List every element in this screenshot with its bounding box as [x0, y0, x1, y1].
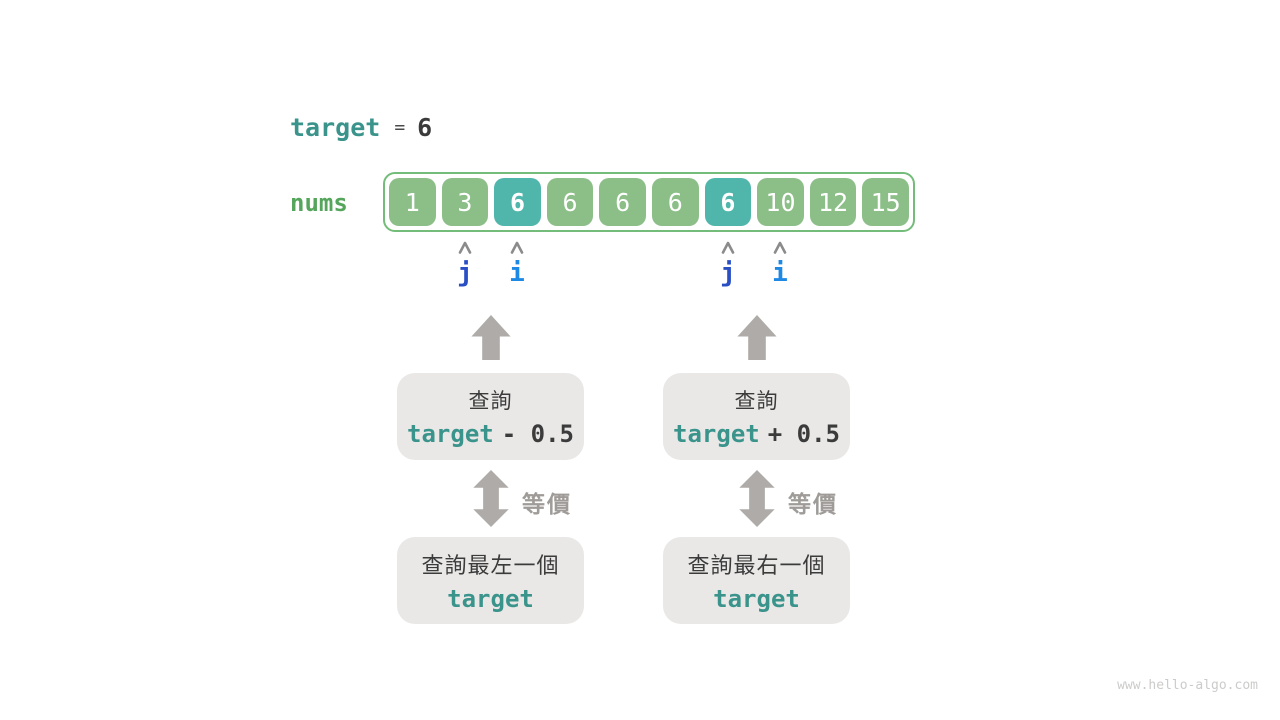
result-title: 查詢最左一個	[421, 554, 560, 579]
expression-variable: target	[407, 420, 494, 448]
array-cell: 10	[757, 178, 804, 226]
double-arrow-icon	[739, 470, 775, 527]
array-cell: 6	[651, 178, 699, 226]
nums-label: nums	[290, 189, 348, 217]
up-arrow-icon	[471, 315, 511, 360]
array-cell: 3	[441, 178, 489, 226]
expression-variable: target	[673, 420, 760, 448]
array-cell: 15	[862, 178, 909, 226]
watermark: www.hello-algo.com	[1117, 678, 1258, 693]
result-variable: target	[447, 585, 534, 613]
pointer-unit: j	[445, 241, 485, 288]
up-caret-icon	[773, 241, 787, 254]
target-value: 6	[417, 112, 433, 142]
query-expression-box-right: 查詢 target + 0.5	[663, 373, 850, 460]
array-cell: 12	[809, 178, 857, 226]
up-caret-icon	[458, 241, 472, 254]
equals-sign: =	[394, 116, 406, 138]
query-title: 查詢	[468, 389, 513, 413]
expression-operation: - 0.5	[501, 420, 574, 448]
double-arrow-icon	[473, 470, 509, 527]
array-cell: 6	[546, 178, 594, 226]
nums-array: 1 3 6 6 6 6 6 10 12 15	[383, 172, 915, 232]
pointer-label-j: j	[457, 258, 473, 288]
up-caret-icon	[510, 241, 524, 254]
pointer-label-i: i	[509, 258, 525, 288]
array-cell: 6	[704, 178, 752, 226]
equivalence-label: 等價	[522, 492, 572, 518]
pointer-label-j: j	[720, 258, 736, 288]
array-cell: 6	[599, 178, 646, 226]
query-expression-box-left: 查詢 target - 0.5	[397, 373, 584, 460]
target-assignment: target = 6	[290, 112, 432, 142]
result-title: 查詢最右一個	[687, 554, 826, 579]
result-box-left: 查詢最左一個 target	[397, 537, 584, 624]
up-caret-icon	[721, 241, 735, 254]
query-title: 查詢	[734, 389, 779, 413]
pointer-unit: i	[497, 241, 537, 288]
array-cell: 6	[494, 178, 541, 226]
expression-operation: + 0.5	[767, 420, 840, 448]
query-expression: target - 0.5	[407, 420, 574, 448]
query-expression: target + 0.5	[673, 420, 840, 448]
result-variable: target	[713, 585, 800, 613]
array-cell: 1	[389, 178, 436, 226]
pointer-label-i: i	[772, 258, 788, 288]
up-arrow-icon	[737, 315, 777, 360]
pointer-unit: j	[708, 241, 748, 288]
result-box-right: 查詢最右一個 target	[663, 537, 850, 624]
pointer-unit: i	[760, 241, 800, 288]
equivalence-label: 等價	[788, 492, 838, 518]
target-variable: target	[290, 112, 381, 142]
